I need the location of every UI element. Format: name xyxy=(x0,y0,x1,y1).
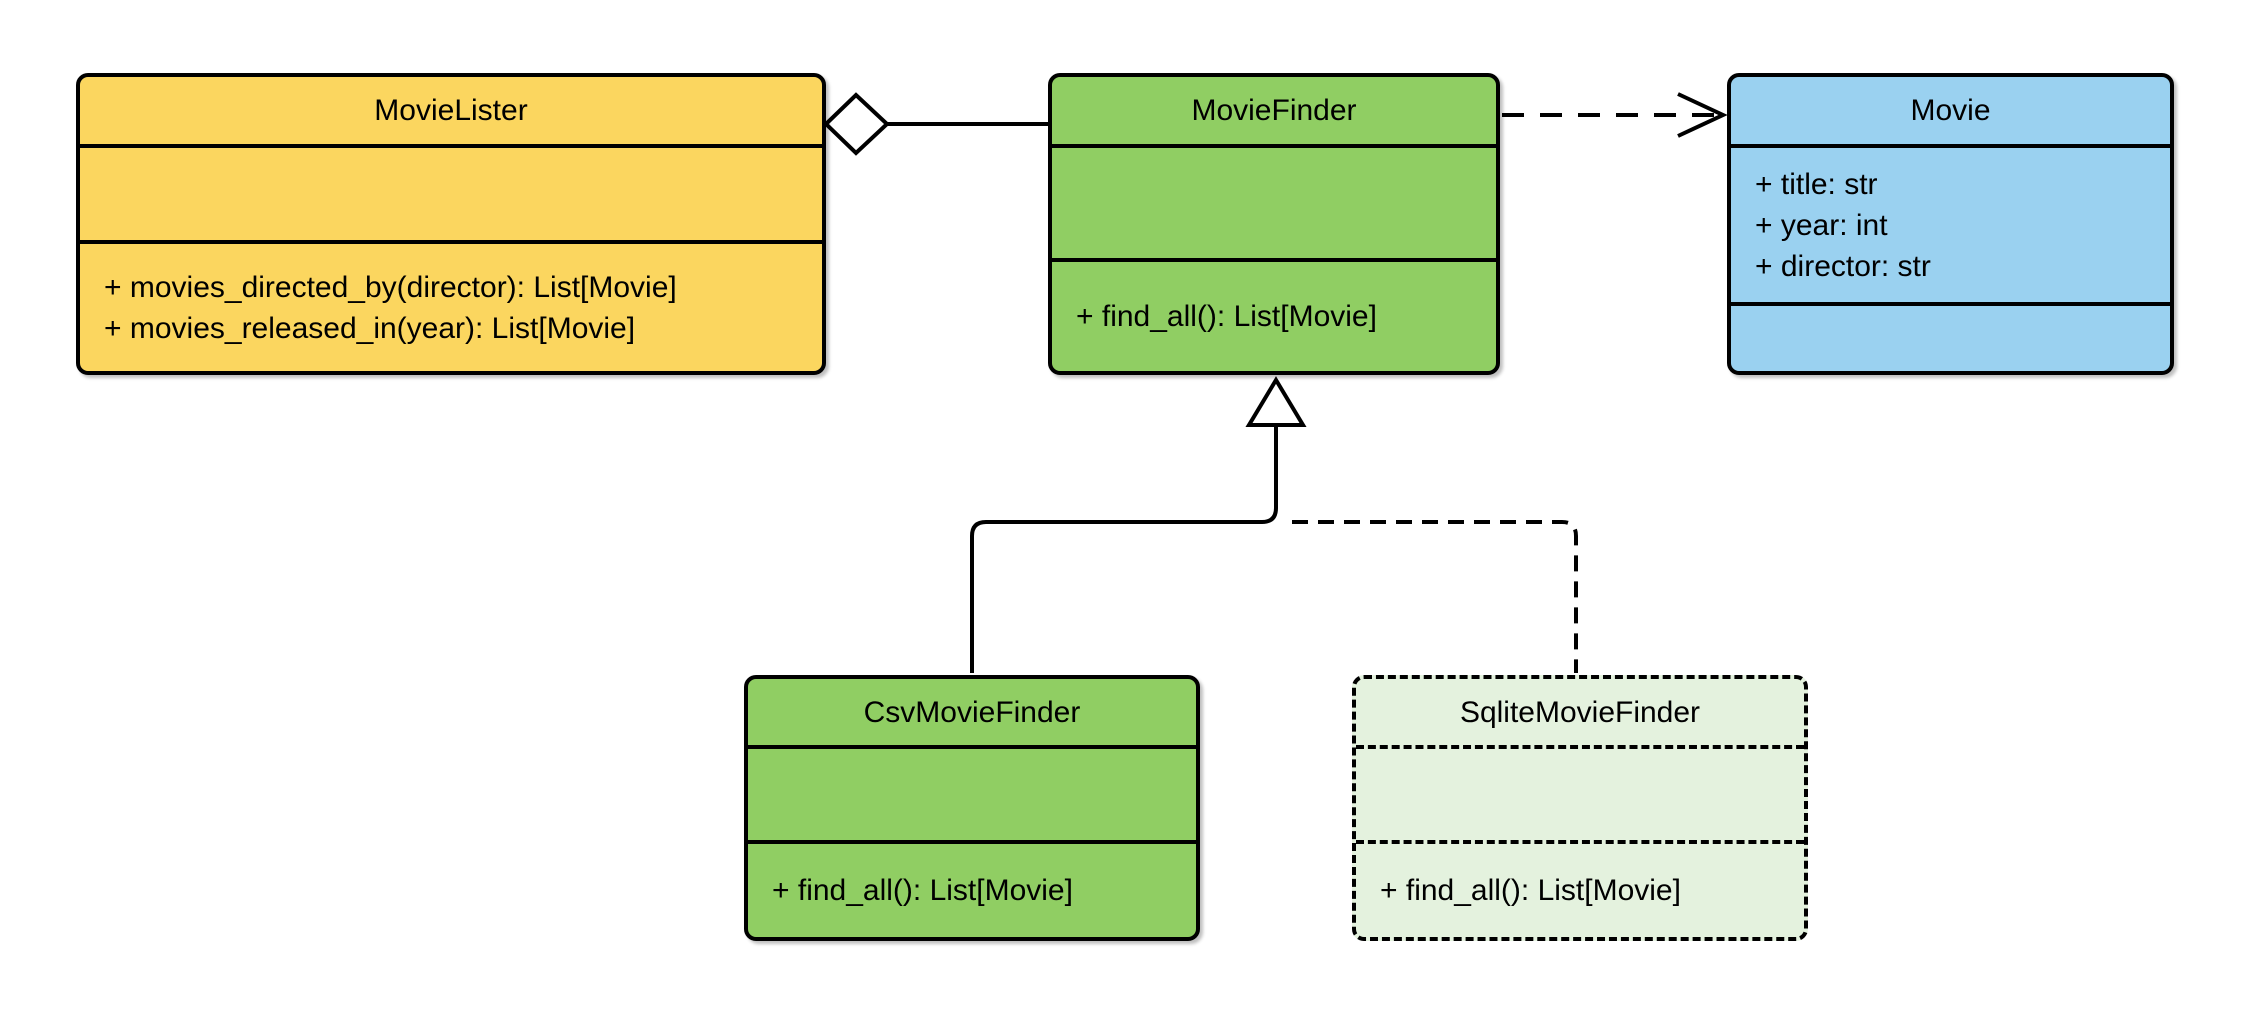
aggregation-connector-movielister-moviefinder xyxy=(823,92,1050,156)
generalization-connector-sqlitemoviefinder-moviefinder xyxy=(1292,520,1578,673)
attributes-compartment-movielister xyxy=(80,144,822,240)
dependency-connector-moviefinder-movie xyxy=(1502,92,1728,138)
attribute-line: + director: str xyxy=(1755,249,1931,283)
class-movielister: MovieLister + movies_directed_by(directo… xyxy=(76,73,826,375)
attributes-compartment-movie: + title: str + year: int + director: str xyxy=(1731,144,2170,302)
method-line: + find_all(): List[Movie] xyxy=(772,874,1073,907)
class-name-sqlitemoviefinder: SqliteMovieFinder xyxy=(1459,695,1701,729)
methods-compartment-csvmoviefinder: + find_all(): List[Movie] xyxy=(748,840,1196,937)
generalization-line-solid xyxy=(970,425,1278,673)
class-sqlitemoviefinder: SqliteMovieFinder + find_all(): List[Mov… xyxy=(1352,675,1808,941)
methods-compartment-sqlitemoviefinder: + find_all(): List[Movie] xyxy=(1356,840,1804,937)
aggregation-diamond-icon xyxy=(823,92,890,156)
dependency-arrowhead-icon xyxy=(1677,92,1728,138)
methods-compartment-movie xyxy=(1731,302,2170,371)
attribute-line: + title: str xyxy=(1755,167,1878,201)
class-name-movielister: MovieLister xyxy=(374,94,528,127)
methods-compartment-moviefinder: + find_all(): List[Movie] xyxy=(1052,258,1496,371)
attributes-compartment-moviefinder xyxy=(1052,144,1496,258)
generalization-line-dashed xyxy=(1292,520,1578,673)
generalization-triangle-icon xyxy=(1245,376,1307,427)
method-line: + find_all(): List[Movie] xyxy=(1380,874,1681,907)
class-name-csvmoviefinder: CsvMovieFinder xyxy=(863,695,1081,729)
class-movie: Movie + title: str + year: int + directo… xyxy=(1727,73,2174,375)
generalization-connector-csvmoviefinder-moviefinder xyxy=(970,376,1307,673)
method-line: + movies_directed_by(director): List[Mov… xyxy=(104,270,677,304)
class-name-movie: Movie xyxy=(1910,94,1991,127)
class-name-moviefinder: MovieFinder xyxy=(1191,94,1357,127)
method-line: + movies_released_in(year): List[Movie] xyxy=(104,311,636,345)
methods-compartment-movielister: + movies_directed_by(director): List[Mov… xyxy=(80,240,822,371)
method-line: + find_all(): List[Movie] xyxy=(1076,300,1377,333)
attribute-line: + year: int xyxy=(1755,208,1888,242)
class-moviefinder: MovieFinder + find_all(): List[Movie] xyxy=(1048,73,1500,375)
class-csvmoviefinder: CsvMovieFinder + find_all(): List[Movie] xyxy=(744,675,1200,941)
attributes-compartment-sqlitemoviefinder xyxy=(1356,745,1804,840)
attributes-compartment-csvmoviefinder xyxy=(748,745,1196,840)
